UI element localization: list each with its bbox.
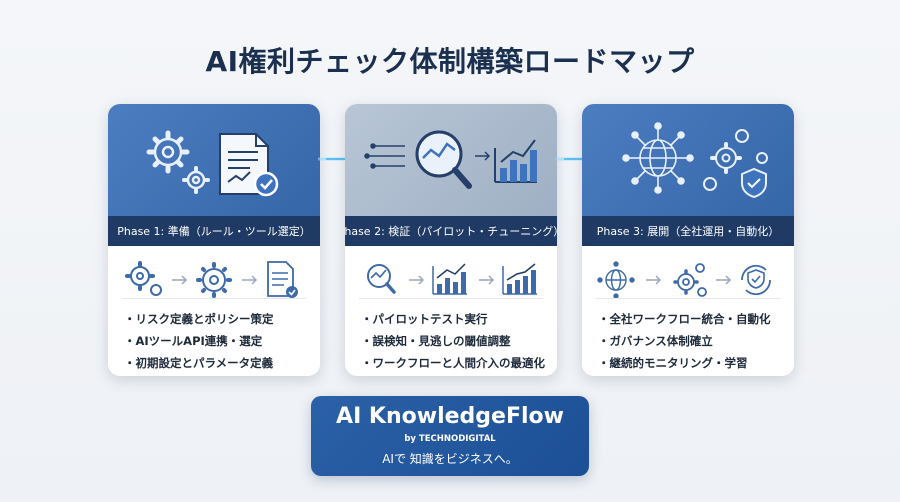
phase-card-1: Phase 1: 準備（ルール・ツール選定） xyxy=(108,104,320,376)
list-item: ガバナンス体制確立 xyxy=(598,330,788,352)
list-item: 初期設定とパラメータ定義 xyxy=(124,352,314,374)
phase-3-flow xyxy=(597,261,771,299)
arrow-icon xyxy=(479,275,495,285)
list-item: AIツールAPI連携・選定 xyxy=(124,330,314,352)
gears-icon xyxy=(673,263,707,297)
arrow-icon xyxy=(242,275,258,285)
brand-name: AI KnowledgeFlow xyxy=(336,404,564,429)
magnifier-chart-icon xyxy=(415,130,472,189)
brand-logo: AI KnowledgeFlow by TECHNODIGITAL AIで 知識… xyxy=(311,396,589,476)
list-item: ワークフローと人間介入の最適化 xyxy=(361,352,551,374)
bar-chart-icon xyxy=(494,139,537,183)
document-check-icon xyxy=(219,133,279,197)
phase-3-illustration xyxy=(582,104,794,216)
divider xyxy=(122,298,306,299)
bar-chart-icon xyxy=(432,263,467,295)
list-item: 継続的モニタリング・学習 xyxy=(598,352,788,374)
brand-byline: by TECHNODIGITAL xyxy=(404,434,496,444)
magnifier-icon xyxy=(367,264,396,294)
phase-1-flow xyxy=(125,261,298,298)
data-lines-icon xyxy=(364,143,405,169)
bar-chart-icon xyxy=(502,263,537,295)
globe-network-icon xyxy=(622,122,694,194)
arrow-icon xyxy=(409,275,425,285)
list-item: リスク定義とポリシー策定 xyxy=(124,308,314,330)
list-item: 全社ワークフロー統合・自動化 xyxy=(598,308,788,330)
divider xyxy=(359,298,543,299)
list-item: パイロットテスト実行 xyxy=(361,308,551,330)
phase-1-label: Phase 1: 準備（ルール・ツール選定） xyxy=(108,216,320,246)
list-item: 誤検知・見逃しの閾値調整 xyxy=(361,330,551,352)
divider xyxy=(596,298,780,299)
document-check-icon xyxy=(267,261,298,298)
phase-1-illustration xyxy=(108,104,320,216)
phase-card-2: Phase 2: 検証（パイロット・チューニング） xyxy=(345,104,557,376)
phase-3-list: 全社ワークフロー統合・自動化 ガバナンス体制確立 継続的モニタリング・学習 xyxy=(598,308,788,374)
page-title: AI権利チェック体制構築ロードマップ xyxy=(205,45,695,78)
arrow-icon xyxy=(646,275,662,285)
arrow-icon xyxy=(172,275,188,285)
gears-icon xyxy=(703,129,768,191)
phase-3-label: Phase 3: 展開（全社運用・自動化） xyxy=(582,216,794,246)
brand-tagline: AIで 知識をビジネスへ。 xyxy=(382,452,518,466)
arrow-icon xyxy=(716,275,732,285)
shield-icon xyxy=(741,167,767,199)
phase-card-3: Phase 3: 展開（全社運用・自動化） xyxy=(582,104,794,376)
phase-2-illustration xyxy=(345,104,557,216)
gears-icon xyxy=(125,261,162,296)
phase-2-flow xyxy=(367,263,537,295)
shield-cycle-icon xyxy=(741,264,771,296)
phase-1-list: リスク定義とポリシー策定 AIツールAPI連携・選定 初期設定とパラメータ定義 xyxy=(124,308,314,374)
phase-2-label: Phase 2: 検証（パイロット・チューニング） xyxy=(345,216,557,246)
gear-icon xyxy=(196,262,232,298)
gears-icon xyxy=(146,130,210,194)
phase-2-list: パイロットテスト実行 誤検知・見逃しの閾値調整 ワークフローと人間介入の最適化 xyxy=(361,308,551,374)
globe-network-icon xyxy=(597,261,635,299)
